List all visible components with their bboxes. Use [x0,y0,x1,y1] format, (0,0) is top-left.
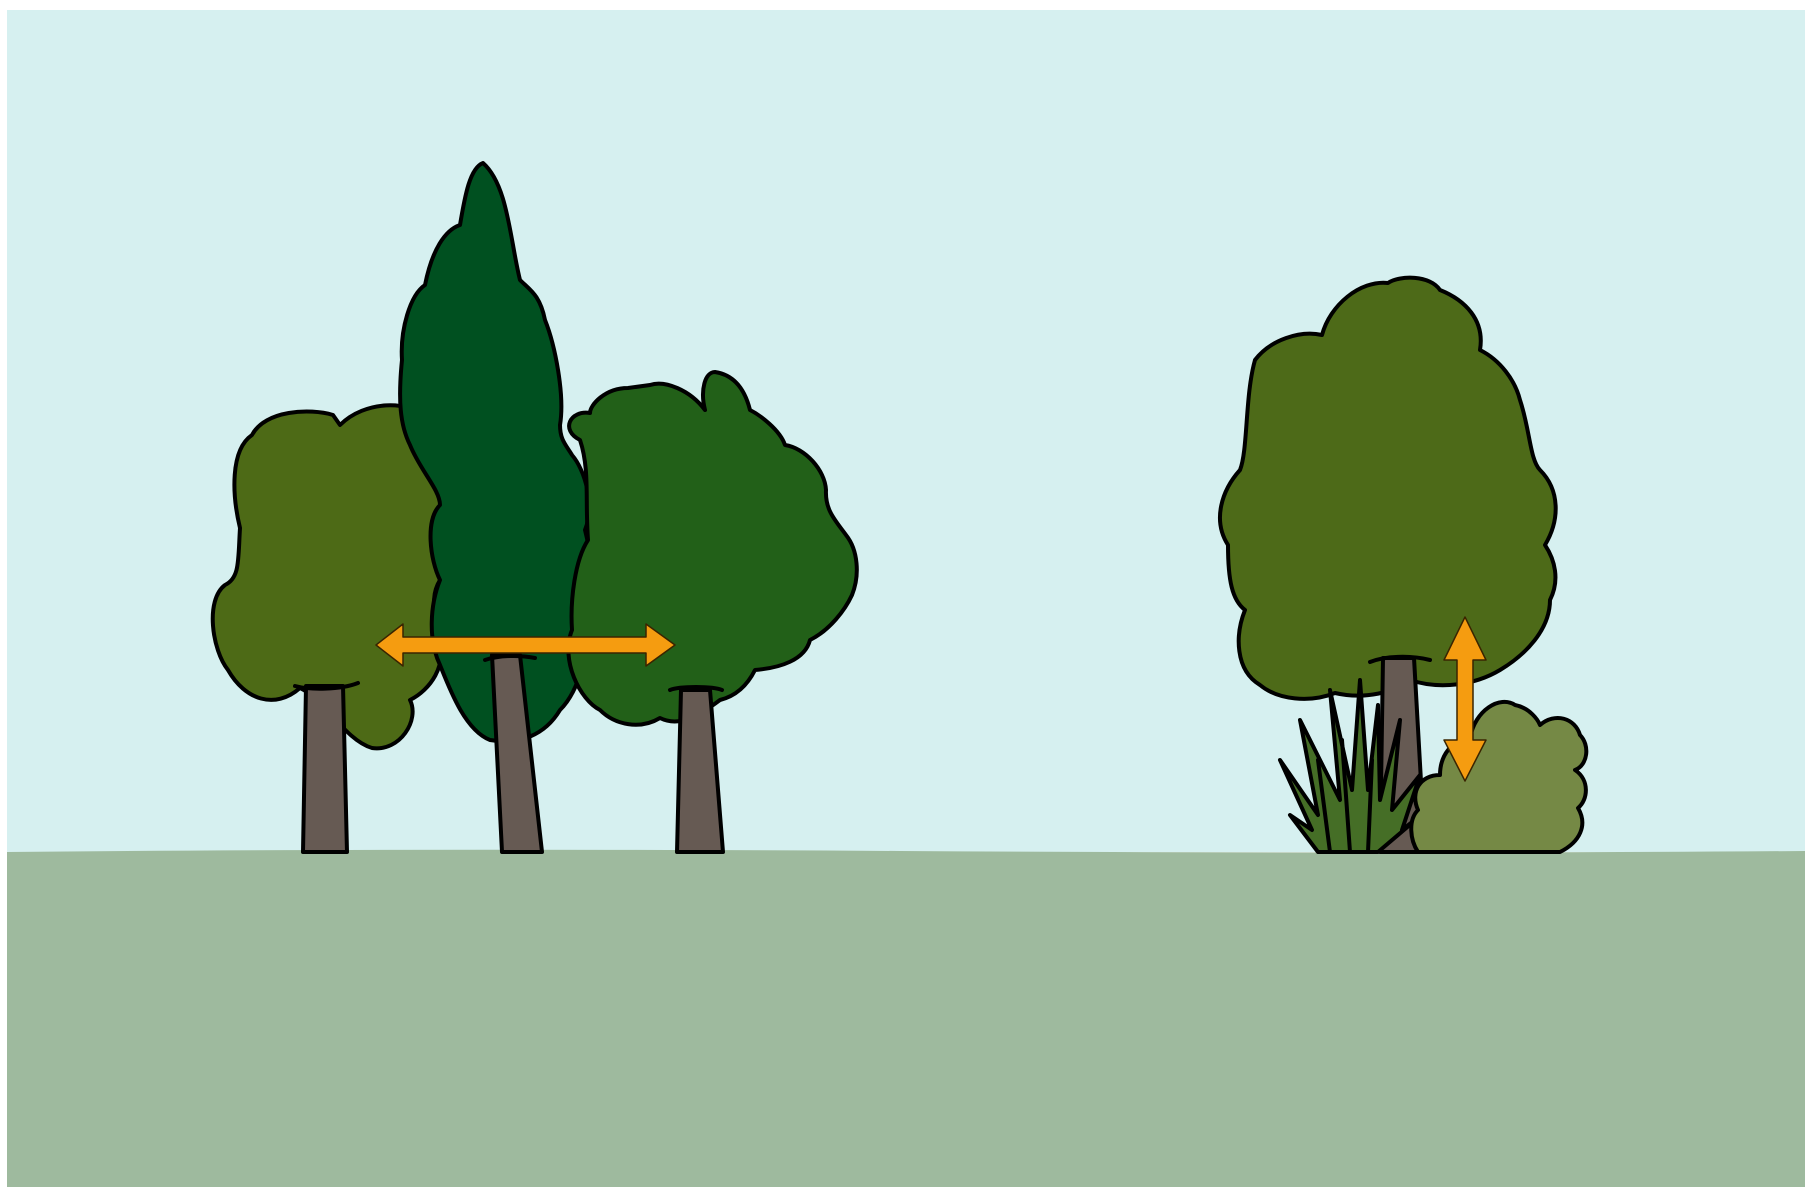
ground [7,850,1805,1187]
